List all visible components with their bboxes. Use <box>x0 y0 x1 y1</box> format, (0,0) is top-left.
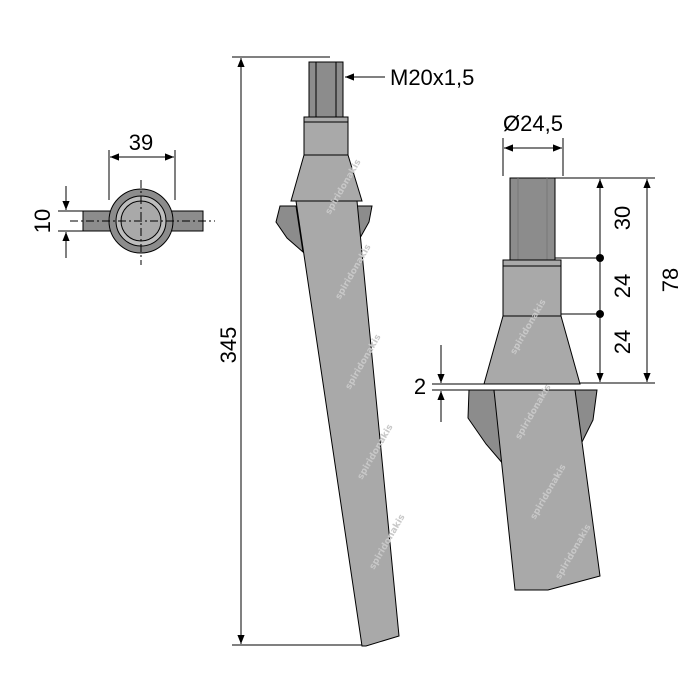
detail-blade <box>493 389 601 591</box>
dim-30-label: 30 <box>610 206 635 230</box>
detail-view: spiridonakis spiridonakis spiridonakis s… <box>414 111 683 591</box>
side-view: spiridonakis spiridonakis spiridonakis s… <box>216 56 474 647</box>
side-view-flange-left <box>275 205 304 254</box>
side-view-thread <box>308 61 344 118</box>
dim-345-label: 345 <box>216 327 241 364</box>
dim-78-label: 78 <box>658 268 683 292</box>
dim-chain-dot-2 <box>596 310 604 318</box>
dim-24-upper-label: 24 <box>610 274 635 298</box>
dim-39-label: 39 <box>129 130 153 155</box>
top-view: 39 10 <box>30 130 215 265</box>
detail-flange-left <box>467 389 505 467</box>
side-view-blade <box>295 200 400 647</box>
dim-10-label: 10 <box>30 209 55 233</box>
dim-2-label: 2 <box>414 374 426 399</box>
dim-24-lower-label: 24 <box>610 330 635 354</box>
side-view-cone <box>290 154 363 202</box>
dim-chain-dot-1 <box>596 254 604 262</box>
thread-label: M20x1,5 <box>390 65 474 90</box>
detail-collar <box>502 259 562 317</box>
side-view-collar <box>303 116 349 156</box>
detail-thread <box>509 177 556 261</box>
dim-dia-label: Ø24,5 <box>503 111 563 136</box>
